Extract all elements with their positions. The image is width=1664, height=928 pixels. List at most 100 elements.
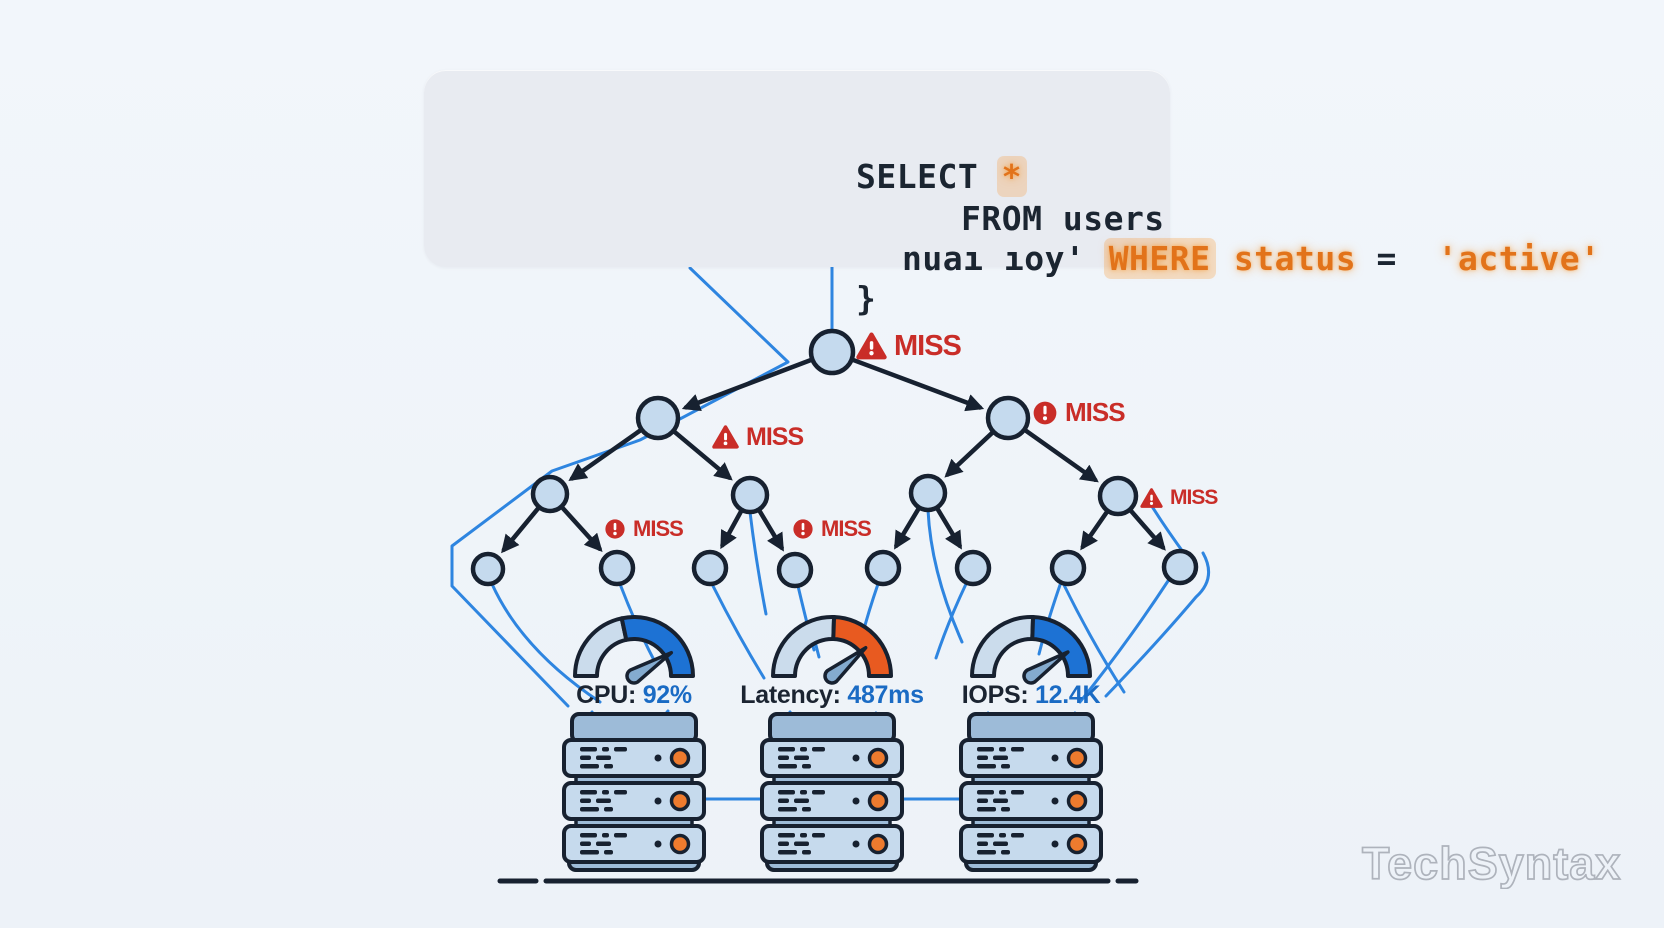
gauge-track — [771, 615, 837, 678]
stack-lid — [967, 712, 1095, 744]
exclamation-circle-icon — [1033, 401, 1057, 424]
iops-value: 12.4K — [1035, 681, 1101, 709]
unit-slot-line — [977, 755, 988, 760]
unit-slot-line — [614, 747, 627, 752]
tree-node — [808, 328, 856, 376]
latency-gauge-label: Latency: 487ms — [682, 681, 982, 710]
unit-slot-line — [977, 841, 988, 846]
tree-node — [530, 474, 570, 514]
unit-slot-line — [1001, 850, 1010, 855]
tree-node — [1049, 549, 1087, 587]
unit-slot-line — [778, 807, 797, 812]
unit-slot-line — [1001, 764, 1010, 769]
server-unit — [760, 781, 904, 821]
miss-label: MISS — [633, 516, 684, 541]
unit-slot-line — [800, 747, 807, 752]
server-unit — [959, 824, 1103, 864]
unit-slot-line — [977, 764, 996, 769]
sql-garbled-token: nuaı ıoy' — [902, 239, 1106, 278]
unit-slot-line — [977, 747, 994, 752]
cpu-value: 92% — [642, 681, 692, 709]
unit-slot-line — [778, 841, 789, 846]
server-unit — [562, 738, 706, 778]
sql-code-box: SELECT * FROM users nuaı ıoy' WHERE stat… — [424, 70, 1600, 318]
cpu-label-text: CPU: — [576, 681, 643, 709]
unit-slot-line — [977, 790, 994, 795]
unit-slot-line — [614, 833, 627, 838]
status-dot — [1051, 754, 1059, 762]
iops-label-text: IOPS: — [961, 681, 1035, 709]
tree-node — [1161, 548, 1199, 586]
unit-slot-line — [580, 747, 597, 752]
unit-slot-line — [977, 850, 996, 855]
gauge-fill — [1030, 615, 1092, 678]
unit-slot-line — [778, 833, 795, 838]
server-unit — [760, 824, 904, 864]
unit-slot-line — [580, 798, 591, 803]
miss-badge: MISS — [1032, 397, 1126, 428]
tree-node — [864, 549, 902, 587]
unit-slot-line — [602, 833, 609, 838]
unit-slot-line — [778, 790, 795, 795]
sql-equals-token: = — [1356, 239, 1418, 278]
tree-edge — [944, 428, 998, 478]
server-stack — [959, 712, 1103, 872]
exclamation-circle-icon — [605, 519, 625, 539]
tree-edge — [847, 356, 985, 412]
blue-line — [450, 266, 790, 708]
unit-slot-line — [993, 841, 1008, 846]
server-stack — [562, 712, 706, 872]
status-dot — [654, 840, 662, 848]
gauge-cpu — [573, 615, 695, 685]
miss-label: MISS — [1170, 486, 1218, 509]
tree-node — [776, 551, 814, 589]
gauge-needle — [1022, 650, 1070, 685]
power-led — [867, 747, 889, 769]
power-led — [669, 747, 691, 769]
miss-badge: MISS — [712, 423, 804, 452]
sql-line-select: SELECT * — [856, 156, 1027, 197]
unit-slot-line — [596, 755, 611, 760]
miss-badge: MISS — [792, 516, 872, 542]
tree-edge — [669, 427, 733, 481]
blue-line — [926, 508, 964, 644]
unit-slot-line — [778, 755, 789, 760]
unit-slot-line — [596, 841, 611, 846]
status-dot — [1051, 840, 1059, 848]
unit-slot-line — [812, 833, 825, 838]
tree-node — [691, 549, 729, 587]
unit-slot-line — [614, 790, 627, 795]
tree-edge — [681, 356, 817, 411]
tree-edge — [1080, 506, 1112, 551]
unit-slot-line — [999, 747, 1006, 752]
unit-slot-line — [1011, 790, 1024, 795]
blue-line — [1104, 551, 1211, 698]
blue-line — [1062, 583, 1126, 694]
unit-slot-line — [602, 790, 609, 795]
power-led — [1066, 790, 1088, 812]
warning-triangle-icon — [856, 332, 887, 360]
power-led — [669, 790, 691, 812]
tree-edge — [1126, 505, 1166, 551]
stack-lid — [570, 712, 698, 744]
unit-slot-line — [794, 841, 809, 846]
gauge-needle — [625, 650, 674, 685]
blue-line — [748, 510, 768, 616]
gauge-fill — [619, 615, 695, 678]
sql-keyword-select: SELECT — [856, 157, 999, 196]
power-led — [867, 790, 889, 812]
gauge-iops — [970, 615, 1092, 685]
server-unit — [959, 781, 1103, 821]
tree-edge — [755, 505, 784, 552]
server-stack — [760, 712, 904, 872]
sql-status-token: status — [1213, 239, 1357, 278]
tree-edge — [501, 503, 543, 554]
tree-node — [1097, 475, 1139, 517]
unit-slot-line — [999, 833, 1006, 838]
power-led — [1066, 833, 1088, 855]
tree-edge — [933, 503, 962, 550]
miss-badge: MISS — [856, 330, 962, 363]
blue-line — [1078, 579, 1170, 704]
